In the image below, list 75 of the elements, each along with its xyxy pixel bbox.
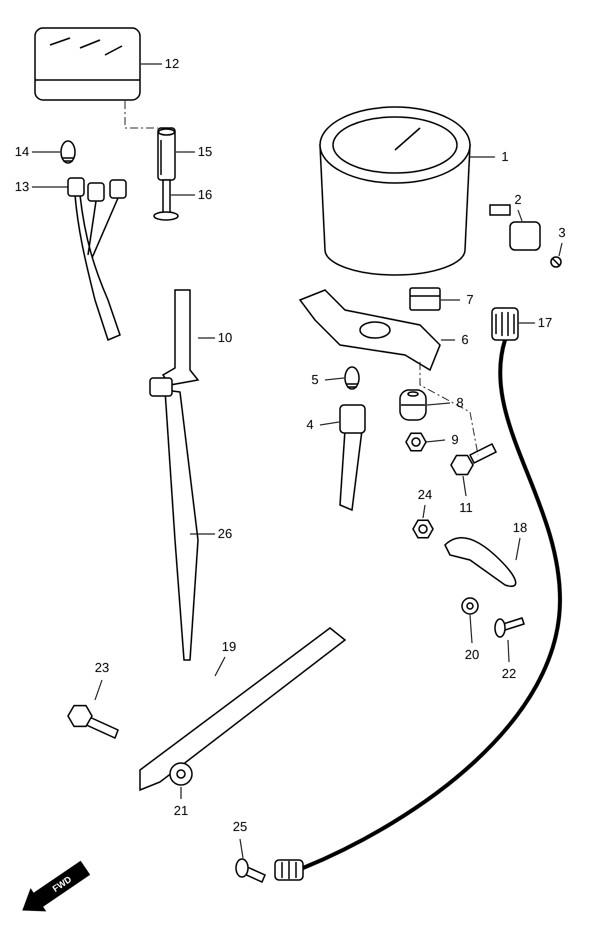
callout-number: 18 <box>512 521 528 535</box>
assembly-line <box>124 100 158 128</box>
clamp-drawing <box>444 537 516 588</box>
speedometer-drawing <box>319 106 471 276</box>
screw-drawing <box>235 858 266 883</box>
leader-line <box>214 656 226 676</box>
leader-line <box>170 194 196 196</box>
nut-drawing <box>412 520 434 538</box>
callout-number: 11 <box>459 501 473 515</box>
leader-line <box>426 440 446 442</box>
spacer-drawing <box>157 127 176 181</box>
bulb-socket-drawing <box>339 404 366 512</box>
bracket-drawing <box>162 289 200 386</box>
leader-line <box>32 186 68 188</box>
callout-number: 24 <box>418 488 432 502</box>
stay-drawing <box>139 627 346 792</box>
callout-number: 16 <box>198 188 212 202</box>
callout-number: 3 <box>558 226 566 240</box>
callout-number: 9 <box>451 433 459 447</box>
mounting-plate-drawing <box>298 289 441 372</box>
callout-number: 19 <box>222 640 236 654</box>
callout-number: 1 <box>501 150 509 164</box>
screw-drawing <box>153 179 179 221</box>
cable-end-drawing <box>491 307 519 341</box>
callout-number: 14 <box>14 145 30 159</box>
callout-number: 17 <box>538 316 552 330</box>
leader-line <box>558 242 562 256</box>
cable-end-drawing <box>274 859 304 881</box>
bulb-drawing <box>60 140 76 164</box>
callout-number: 7 <box>466 293 474 307</box>
leader-line <box>462 476 466 496</box>
leader-line <box>508 640 510 662</box>
washer-drawing <box>461 597 479 615</box>
callout-number: 22 <box>502 667 516 681</box>
leader-line <box>422 504 426 518</box>
cable-tie-drawing <box>149 377 199 661</box>
speedometer-cable <box>302 340 562 870</box>
callout-number: 8 <box>456 396 464 410</box>
callout-number: 13 <box>14 180 30 194</box>
callout-number: 21 <box>174 804 188 818</box>
leader-line <box>94 680 102 700</box>
knob-drawing <box>489 204 541 251</box>
callout-number: 26 <box>218 527 232 541</box>
leader-line <box>518 322 536 324</box>
rubber-pad-drawing <box>409 287 441 311</box>
grommet-drawing <box>169 762 193 786</box>
callout-number: 5 <box>311 373 319 387</box>
callout-number: 6 <box>461 333 469 347</box>
callout-number: 2 <box>514 193 522 207</box>
callout-number: 25 <box>232 820 248 834</box>
bolt-drawing <box>450 443 497 476</box>
screw-drawing <box>494 617 525 638</box>
leader-line <box>470 614 472 644</box>
leader-line <box>320 422 340 426</box>
leader-line <box>240 838 244 858</box>
leader-line <box>470 156 496 158</box>
callout-number: 4 <box>306 418 314 432</box>
bolt-drawing <box>67 704 119 740</box>
callout-number: 10 <box>218 331 232 345</box>
callout-number: 12 <box>164 57 180 71</box>
nut-drawing <box>405 432 427 452</box>
callout-number: 20 <box>464 648 480 662</box>
grommet-drawing <box>399 389 427 421</box>
assembly-line <box>420 362 478 456</box>
screw-drawing <box>550 256 562 268</box>
bulb-drawing <box>344 366 360 390</box>
bulb-socket-harness-drawing <box>67 177 127 341</box>
leader-line <box>426 402 450 406</box>
leader-line <box>180 786 182 800</box>
fuse-box-drawing <box>34 27 141 101</box>
leader-line <box>324 378 344 380</box>
callout-number: 23 <box>94 661 110 675</box>
leader-line <box>518 210 522 222</box>
leader-line <box>516 538 520 560</box>
callout-number: 15 <box>198 145 212 159</box>
